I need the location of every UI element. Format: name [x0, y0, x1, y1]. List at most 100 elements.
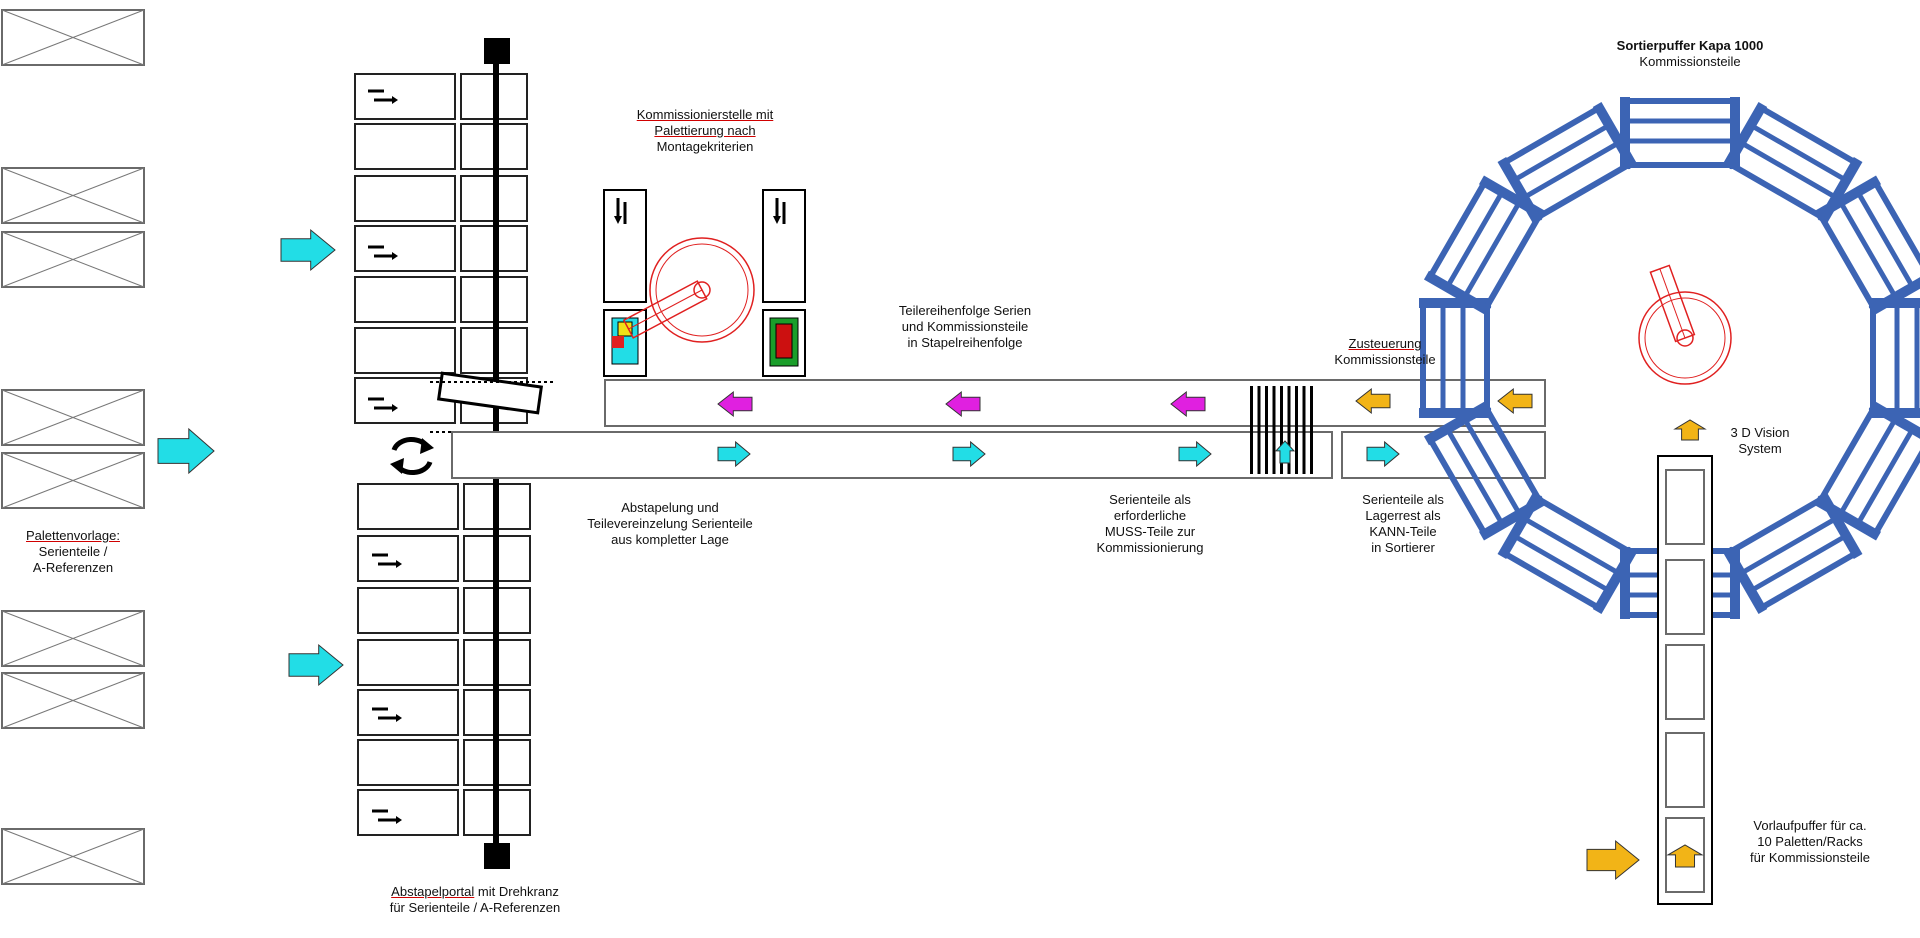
- robot-arm: [622, 280, 708, 339]
- cyan-arrow-icon: [1178, 440, 1212, 468]
- sorter-ring: [1419, 97, 1920, 619]
- prebuffer-slot: [1665, 644, 1705, 720]
- label-palettenvorlage-line1: Palettenvorlage:: [26, 528, 120, 543]
- pallet-placeholder-icon: [1, 452, 145, 509]
- label-sortierpuffer: Sortierpuffer Kapa 1000 Kommissionsteile: [1570, 38, 1810, 70]
- buffer-stripe: [1272, 386, 1276, 474]
- sorter-rack-post: [1478, 495, 1547, 541]
- sorter-rack-post: [1497, 156, 1543, 225]
- slot-marker-icon: [368, 397, 398, 412]
- cyan-arrow-icon: [1366, 440, 1400, 468]
- slot-marker-icon: [372, 553, 402, 568]
- magenta-arrow-icon: [717, 390, 753, 418]
- label-serienteile-kann-line3: KANN-Teile: [1369, 524, 1437, 539]
- label-teilereihenfolge-line3: in Stapelreihenfolge: [907, 335, 1023, 350]
- storage-slot: [354, 377, 456, 424]
- pallet-placeholder-cross: [1, 167, 145, 224]
- label-teilereihenfolge-line2: und Kommissionsteile: [901, 319, 1029, 334]
- sorter-rack-post: [1868, 400, 1920, 446]
- buffer-stripe: [1295, 386, 1298, 474]
- orange-arrow-icon-shape: [1355, 387, 1391, 415]
- sorter-rack-frame: [1623, 98, 1737, 168]
- sorter-rack-bar: [1856, 191, 1915, 288]
- orange-arrow-icon: [1355, 387, 1391, 415]
- label-sortierpuffer-line2: Kommissionsteile: [1639, 54, 1741, 69]
- sorter-rack-post: [1869, 298, 1920, 308]
- robot-base: [1676, 329, 1694, 347]
- storage-slot: [354, 276, 456, 323]
- cyan-arrow-icon-shape: [157, 427, 215, 475]
- slot-marker-line: [368, 89, 392, 102]
- pallet-placeholder-icon: [1, 167, 145, 224]
- cyan-arrow-icon-shape: [952, 440, 986, 468]
- sorter-rack-post: [1813, 175, 1882, 221]
- sorter-rack-bar: [1838, 201, 1898, 298]
- label-palettenvorlage-line3: A-Referenzen: [32, 560, 114, 575]
- sorter-rack-post: [1730, 97, 1740, 169]
- pallet-placeholder-cross: [1, 389, 145, 446]
- label-zusteuerung-line1: Zusteuerung: [1348, 336, 1422, 351]
- slot-marker-line: [372, 809, 396, 822]
- label-abstapelportal-line2: für Serienteile / A-Referenzen: [389, 900, 561, 915]
- label-serienteile-muss-line1: Serienteile als: [1109, 492, 1191, 507]
- robot-icon: [1638, 264, 1732, 385]
- label-vorlaufpuffer-line3: für Kommissionsteile: [1750, 850, 1870, 865]
- sorter-rack-bar: [1838, 418, 1898, 515]
- label-zusteuerung: Zusteuerung Kommissionsteile: [1300, 336, 1470, 368]
- robot-reach-inner: [655, 243, 749, 337]
- label-vision-line2: System: [1738, 441, 1782, 456]
- slot-marker-icon: [372, 809, 402, 824]
- slot-marker-icon: [368, 89, 398, 104]
- sorter-rack-bar: [1523, 516, 1620, 576]
- label-zusteuerung-line2: Kommissionsteile: [1334, 352, 1436, 367]
- label-abstapelportal: Abstapelportal mit Drehkranz für Serient…: [315, 884, 635, 916]
- storage-slot: [357, 587, 459, 634]
- rotate-head: [390, 458, 404, 474]
- sorter-rack-bar: [1445, 191, 1504, 288]
- label-vorlaufpuffer-line2: 10 Paletten/Racks: [1757, 834, 1863, 849]
- down-marker-head: [773, 216, 781, 224]
- rotate-icon: [390, 436, 434, 476]
- buffer-stripe: [1257, 386, 1261, 474]
- cyan-arrow-icon: [157, 427, 215, 475]
- slot-marker-head: [396, 560, 402, 568]
- buffer-stripe: [1265, 386, 1268, 474]
- sorter-rack-post: [1722, 546, 1768, 615]
- storage-slot: [357, 483, 459, 530]
- cyan-arrow-icon: [717, 440, 751, 468]
- down-marker-head: [614, 216, 622, 224]
- pallet-placeholder-icon: [1, 610, 145, 667]
- pallet-placeholder-icon: [1, 828, 145, 885]
- robot-reach-outer: [649, 237, 755, 343]
- label-serienteile-kann-line4: in Sortierer: [1371, 540, 1435, 555]
- portal-rail-end: [484, 843, 510, 869]
- label-sortierpuffer-line1: Sortierpuffer Kapa 1000: [1616, 38, 1764, 53]
- sorter-rack-bar: [1856, 428, 1915, 525]
- orange-arrow-icon-shape: [1666, 844, 1704, 868]
- label-abstapelportal-underlined: Abstapelportal: [391, 884, 475, 899]
- sorter-rack-bar: [1523, 140, 1620, 200]
- robot-icon: [622, 237, 755, 343]
- sorter-rack-post: [1592, 101, 1638, 170]
- pallet-placeholder-cross: [1, 452, 145, 509]
- cyan-arrow-icon-shape: [288, 643, 344, 687]
- sorter-rack-post: [1423, 270, 1492, 316]
- label-palettenvorlage: Palettenvorlage: Serienteile / A-Referen…: [0, 528, 146, 576]
- label-serienteile-kann-line1: Serienteile als: [1362, 492, 1444, 507]
- label-vision: 3 D Vision System: [1705, 425, 1815, 457]
- rotate-head: [420, 438, 434, 454]
- label-abstapelportal-rest: mit Drehkranz: [474, 884, 559, 899]
- orange-arrow-icon: [1586, 839, 1640, 881]
- sorter-rack-post: [1592, 546, 1638, 615]
- pallet-right-icon: [762, 309, 806, 377]
- slot-marker-head: [392, 96, 398, 104]
- pallet-placeholder-cross: [1, 672, 145, 729]
- gantry-head: [436, 371, 544, 415]
- sorter-rack-bar: [1740, 140, 1837, 200]
- pallet-placeholder-cross: [1, 9, 145, 66]
- sorter-rack-bar: [1740, 516, 1837, 576]
- label-serienteile-muss: Serienteile als erforderliche MUSS-Teile…: [1050, 492, 1250, 556]
- label-teilereihenfolge: Teilereihenfolge Serien und Kommissionst…: [855, 303, 1075, 351]
- robot-reach-outer: [1638, 291, 1732, 385]
- cyan-arrow-icon: [952, 440, 986, 468]
